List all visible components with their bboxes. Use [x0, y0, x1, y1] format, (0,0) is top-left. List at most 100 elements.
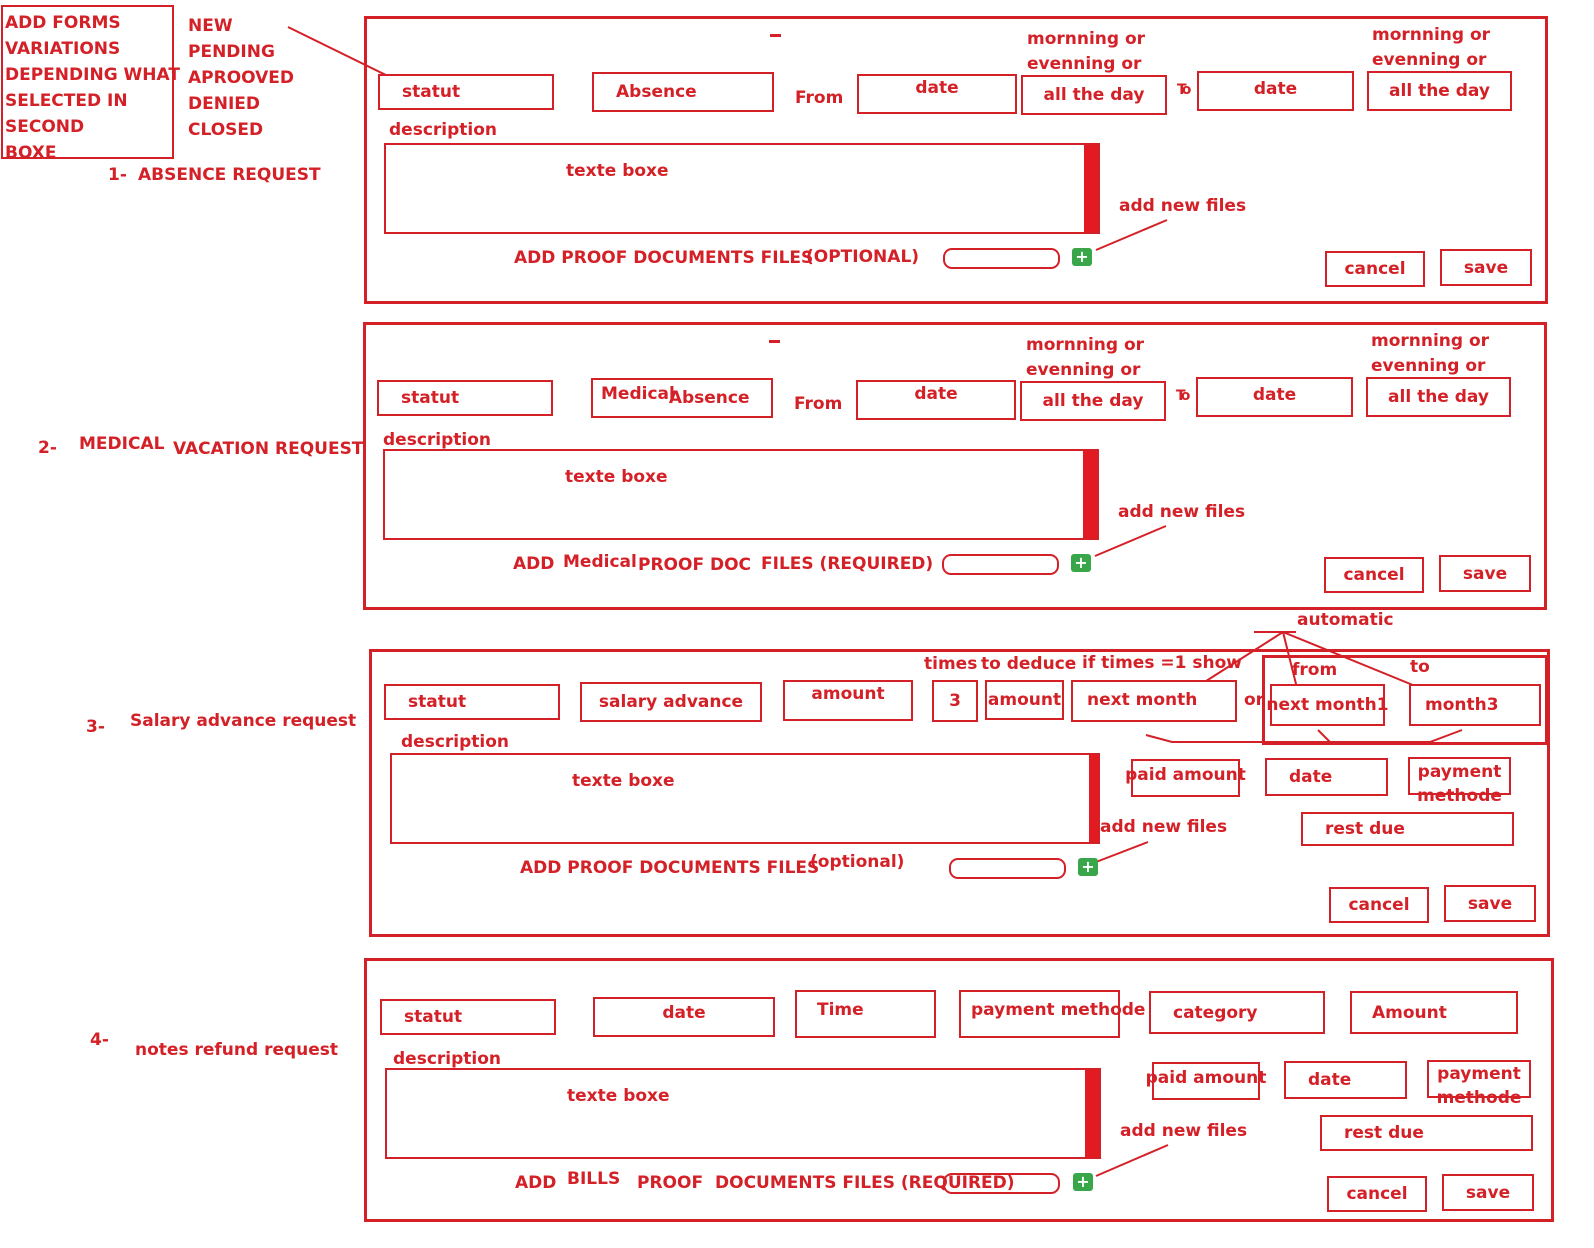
payment-date-input[interactable]: date	[1284, 1061, 1407, 1099]
absence-request-form	[364, 16, 1548, 304]
proof-files-note: (OPTIONAL)	[806, 247, 920, 267]
if-times-label: if times =1 show	[1082, 653, 1242, 673]
form4-title: notes refund request	[135, 1040, 339, 1060]
proof-add-label: ADD	[515, 1173, 557, 1193]
to-date-input[interactable]: date	[1196, 377, 1353, 417]
label-line: payment	[1417, 762, 1502, 782]
payment-methode-select[interactable]: payment methode	[959, 990, 1145, 1038]
file-upload-input[interactable]	[949, 858, 1066, 879]
cancel-button[interactable]: cancel	[1329, 887, 1429, 923]
to-period-select[interactable]: all the day	[1367, 71, 1512, 111]
description-textarea[interactable]: texte boxe	[384, 143, 1100, 234]
add-file-button[interactable]: +	[1073, 1173, 1093, 1191]
description-textarea[interactable]: texte boxe	[390, 753, 1100, 844]
form2-title-medical: MEDICAL	[79, 434, 165, 454]
form1-title-number: 1-	[108, 165, 127, 185]
note-line: BOXE	[5, 143, 57, 163]
add-file-button[interactable]: +	[1072, 248, 1092, 266]
form2-title: VACATION REQUEST	[173, 439, 364, 459]
note-line: VARIATIONS	[5, 39, 121, 59]
proof-files-label: DOCUMENTS FILES (REQUIRED)	[715, 1173, 1015, 1193]
notes-refund-form	[364, 958, 1554, 1222]
proof-files-label: FILES (REQUIRED)	[761, 554, 934, 574]
from-period-select[interactable]: all the day	[1020, 381, 1166, 421]
variations-note-box	[1, 5, 174, 159]
file-upload-input[interactable]	[943, 248, 1060, 269]
request-type-select[interactable]: salary advance	[580, 682, 762, 722]
file-upload-input[interactable]	[942, 554, 1059, 575]
next-month-field[interactable]: next month	[1071, 680, 1237, 722]
textarea-scrollbar[interactable]	[1089, 755, 1098, 842]
note-line: SELECTED IN	[5, 91, 128, 111]
paid-amount-input[interactable]: paid amount	[1125, 759, 1246, 797]
save-button[interactable]: save	[1442, 1174, 1534, 1211]
label-line: methode	[1436, 1088, 1522, 1108]
from-date-input[interactable]: date	[857, 74, 1017, 114]
save-button[interactable]: save	[1444, 885, 1536, 922]
amount-input[interactable]: Amount	[1350, 991, 1518, 1034]
payment-methode-select[interactable]: payment methode	[1408, 757, 1511, 806]
to-month-label: to	[1410, 657, 1430, 677]
statut-select[interactable]: statut	[378, 74, 554, 110]
payment-date-input[interactable]: date	[1265, 758, 1388, 796]
status-options-note: NEW PENDING APROOVED DENIED CLOSED	[188, 13, 294, 143]
from-date-input[interactable]: date	[856, 380, 1016, 420]
category-select[interactable]: category	[1149, 991, 1325, 1034]
cancel-button[interactable]: cancel	[1324, 557, 1424, 593]
add-file-button[interactable]: +	[1078, 858, 1098, 876]
label-line: mornning or	[1371, 331, 1490, 351]
to-period-select[interactable]: all the day	[1366, 377, 1511, 417]
times-label: times	[924, 654, 978, 674]
textarea-scrollbar[interactable]	[1085, 1070, 1099, 1157]
dash-mark	[770, 34, 781, 37]
proof-bills-label: BILLS	[567, 1169, 621, 1189]
date-input[interactable]: date	[593, 997, 775, 1037]
file-upload-input[interactable]	[943, 1173, 1060, 1194]
dash-mark	[769, 340, 780, 343]
label-line: evenning or	[1371, 356, 1486, 376]
deduce-amount-input[interactable]: amount	[985, 680, 1064, 720]
label-line: evenning or	[1027, 54, 1142, 74]
form2-title-number: 2-	[38, 438, 57, 458]
textarea-scrollbar[interactable]	[1084, 145, 1098, 232]
proof-files-label: ADD PROOF DOCUMENTS FILES	[514, 248, 814, 268]
amount-input[interactable]: amount	[783, 680, 913, 721]
to-date-input[interactable]: date	[1197, 71, 1354, 111]
proof-files-note: (optional)	[810, 852, 905, 872]
status-option: CLOSED	[188, 120, 264, 140]
to-month-select[interactable]: month3	[1409, 684, 1541, 726]
add-new-files-label: add new files	[1118, 502, 1246, 522]
statut-select[interactable]: statut	[384, 684, 560, 720]
cancel-button[interactable]: cancel	[1325, 251, 1425, 287]
textarea-scrollbar[interactable]	[1083, 451, 1097, 538]
label-line: mornning or	[1026, 335, 1145, 355]
rest-due-field[interactable]: rest due	[1320, 1115, 1533, 1151]
statut-select[interactable]: statut	[377, 380, 553, 416]
save-button[interactable]: save	[1440, 249, 1532, 286]
description-textarea[interactable]: texte boxe	[383, 449, 1099, 540]
cancel-button[interactable]: cancel	[1327, 1176, 1427, 1212]
times-input[interactable]: 3	[932, 680, 978, 722]
form4-title-number: 4-	[90, 1030, 109, 1050]
request-type-select[interactable]: Absence	[592, 72, 774, 112]
textarea-placeholder: texte boxe	[565, 467, 668, 487]
description-textarea[interactable]: texte boxe	[385, 1068, 1101, 1159]
description-label: description	[401, 732, 510, 752]
proof-doc-label: PROOF DOC	[638, 555, 752, 575]
status-option: PENDING	[188, 42, 275, 62]
statut-select[interactable]: statut	[380, 999, 556, 1035]
add-file-button[interactable]: +	[1071, 554, 1091, 572]
time-input[interactable]: Time	[795, 990, 936, 1038]
from-label: From	[794, 394, 843, 414]
rest-due-field[interactable]: rest due	[1301, 812, 1514, 846]
paid-amount-input[interactable]: paid amount	[1146, 1062, 1266, 1100]
save-button[interactable]: save	[1439, 555, 1531, 592]
from-period-select[interactable]: all the day	[1021, 75, 1167, 115]
from-month-label: from	[1292, 660, 1338, 680]
payment-methode-select-2[interactable]: payment methode	[1427, 1060, 1531, 1108]
from-month-select[interactable]: next month1	[1266, 684, 1389, 726]
medical-vacation-form	[363, 322, 1547, 610]
add-new-files-label: add new files	[1119, 196, 1247, 216]
variations-note: ADD FORMS VARIATIONS DEPENDING WHAT SELE…	[5, 10, 180, 166]
